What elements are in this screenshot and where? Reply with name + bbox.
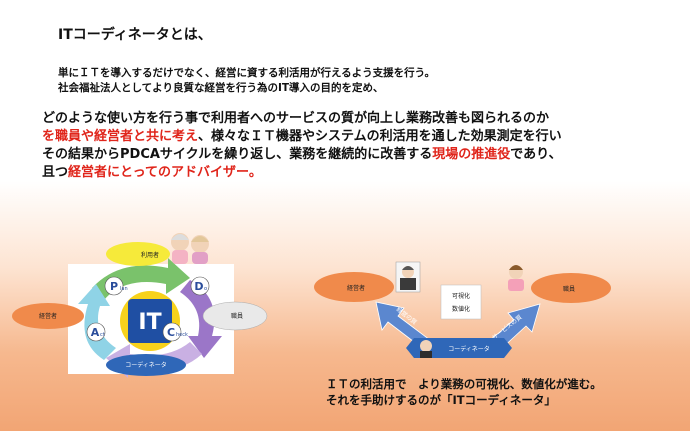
description-line-1: どのような使い方を行う事で利用者へのサービスの質が向上し業務改善も図られるのか	[42, 111, 550, 126]
flow-staff-label: 職員	[563, 285, 575, 293]
coordinator-face	[420, 340, 432, 352]
description-line-3: その結果からPDCAサイクルを繰り返し、業務を継続的に改善する現場の推進役であり…	[42, 146, 562, 164]
management-quality-arrow	[375, 301, 431, 349]
intro-line-1: 単にＩＴを導入するだけでなく、経営に資する利活用が行えるよう支援を行う。	[58, 67, 436, 79]
user-ellipse	[106, 242, 170, 266]
page-title: ITコーディネータとは、	[58, 27, 212, 43]
flow-staff-ellipse	[531, 273, 611, 303]
it-center-box	[128, 299, 172, 343]
pdca-cycle-diagram: IT P lan D o C heck A ct 利用者 経営者 職員 コーディ…	[12, 233, 268, 378]
highlight-advisor: 経営者にとってのアドバイザー。	[68, 165, 262, 180]
intro-line-2: 社会福祉法人としてより良質な経営を行う為のIT導入の目的を定め、	[58, 82, 384, 94]
caption-line-2: それを手助けするのが「ITコーディネータ」	[326, 393, 556, 407]
elderly-woman-body	[192, 252, 208, 264]
it-center-label: IT	[138, 310, 161, 335]
check-circle	[162, 322, 182, 342]
coordinator-flow-diagram: 経営者 職員 可視化 数値化 経営の質 サービスの質 コーディネータ	[314, 261, 611, 358]
description-line-2-rest: 、様々なＩＴ機器やシステムの利活用を通した効果測定を行い	[198, 129, 562, 144]
plan-suffix: lan	[120, 286, 128, 292]
coordinator-ellipse	[106, 354, 186, 376]
description-text: どのような使い方を行う事で利用者へのサービスの質が向上し業務改善も図られるのか …	[42, 110, 562, 182]
check-suffix: heck	[176, 332, 188, 338]
elderly-woman-hair	[191, 236, 209, 242]
elderly-man-hair	[171, 234, 189, 240]
highlight-collaborate: を職員や経営者と共に考え	[42, 129, 199, 144]
check-letter: C	[167, 326, 175, 339]
plan-circle	[104, 276, 124, 296]
visualization-line-1: 可視化	[452, 292, 470, 300]
flow-coordinator-label: コーディネータ	[448, 345, 490, 353]
staff-hair	[509, 265, 523, 270]
do-letter: D	[194, 280, 203, 293]
coordinator-label: コーディネータ	[125, 361, 167, 369]
manager-suit	[400, 278, 416, 290]
user-label: 利用者	[141, 251, 159, 259]
manager-ellipse	[12, 303, 84, 329]
highlight-promoter: 現場の推進役	[432, 147, 511, 162]
act-circle	[86, 322, 106, 342]
manager-hair	[402, 266, 414, 270]
cycle-arrow-act	[78, 284, 116, 360]
visualization-line-2: 数値化	[452, 305, 470, 313]
caption-line-1: ＩＴの利活用で より業務の可視化、数値化が進む。	[326, 377, 602, 391]
manager-figure-icon	[395, 261, 421, 293]
coordinator-body	[420, 351, 432, 358]
description-line-4: 且つ経営者にとってのアドバイザー。	[42, 164, 562, 182]
staff-figure-icon	[508, 265, 524, 291]
plan-letter: P	[110, 280, 118, 293]
act-suffix: ct	[100, 332, 105, 338]
visualization-box	[440, 284, 482, 320]
intro-text: 単にＩＴを導入するだけでなく、経営に資する利活用が行えるよう支援を行う。 社会福…	[58, 66, 435, 96]
cycle-arrow-do	[180, 280, 222, 358]
act-letter: A	[91, 326, 100, 339]
description-line-3-a: その結果からPDCAサイクルを繰り返し、業務を継続的に改善する	[42, 147, 433, 162]
description-line-2: を職員や経営者と共に考え、様々なＩＴ機器やシステムの利活用を通した効果測定を行い	[42, 128, 562, 146]
flow-manager-label: 経営者	[347, 284, 365, 292]
description-line-3-b: であり、	[510, 147, 562, 162]
elderly-man-body	[172, 250, 188, 264]
caption: ＩＴの利活用で より業務の可視化、数値化が進む。 それを手助けするのが「ITコー…	[326, 376, 602, 408]
manager-label: 経営者	[39, 312, 57, 320]
staff-ellipse	[202, 301, 268, 331]
staff-label: 職員	[231, 312, 243, 320]
elderly-users-illustration	[171, 233, 209, 264]
do-suffix: o	[204, 286, 207, 292]
description-line-4-a: 且つ	[42, 165, 69, 180]
flow-manager-ellipse	[314, 272, 394, 302]
flow-coordinator-bar	[406, 338, 512, 358]
staff-body	[508, 279, 524, 291]
do-circle	[190, 276, 210, 296]
